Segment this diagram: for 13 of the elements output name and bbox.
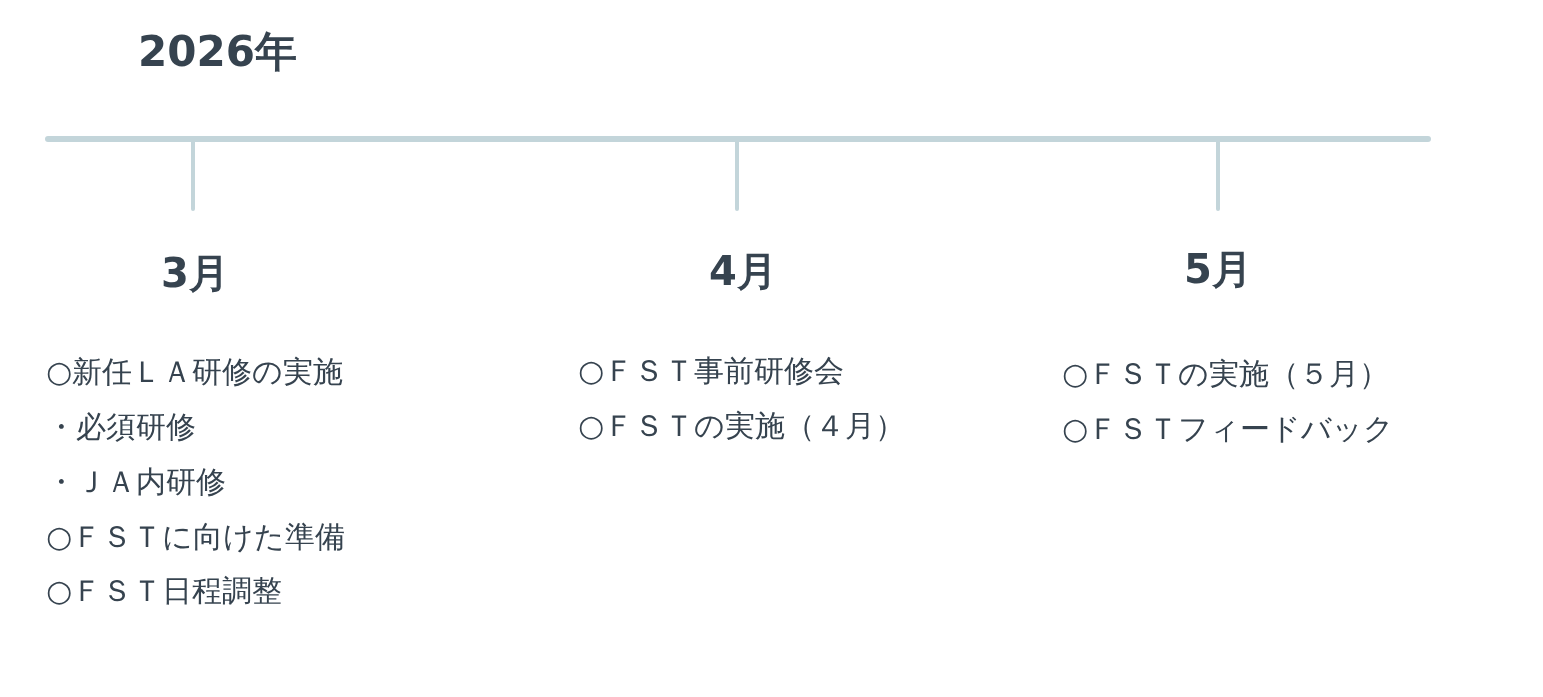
task-item: ○ＦＳＴの実施（４月） [578,407,906,445]
task-item: ○ＦＳＴの実施（５月） [1062,355,1390,393]
task-item: ・ＪＡ内研修 [46,463,226,501]
task-item: ○ＦＳＴフィードバック [1062,410,1395,448]
month-label: 5月 [1184,245,1252,294]
task-item: ○ＦＳＴに向けた準備 [46,518,346,556]
year-heading: 2026年 [138,26,297,78]
month-label: 4月 [709,247,777,296]
month-label: 3月 [161,249,229,298]
task-item: ○ＦＳＴ日程調整 [46,572,283,610]
task-item: ○新任ＬＡ研修の実施 [46,353,344,391]
task-item: ・必須研修 [46,408,196,446]
task-item: ○ＦＳＴ事前研修会 [578,352,845,390]
